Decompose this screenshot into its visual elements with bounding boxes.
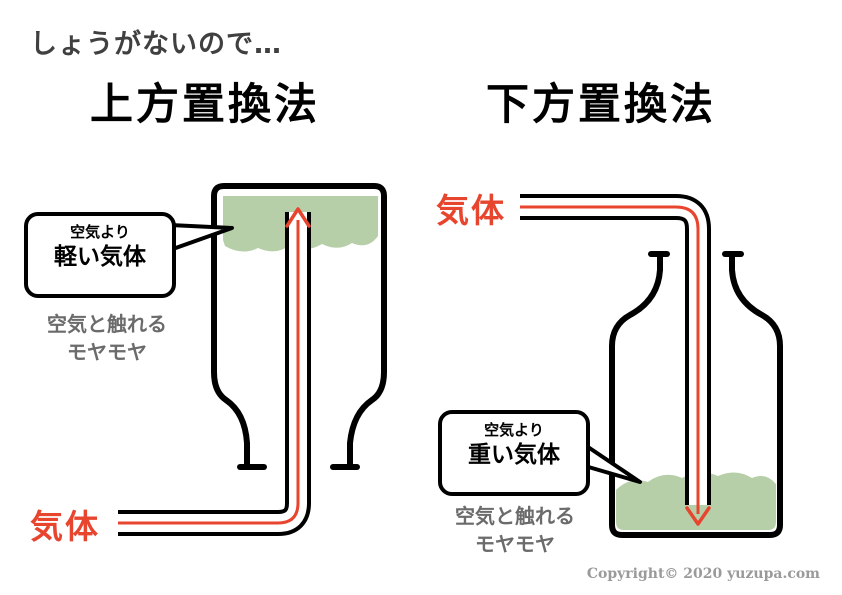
left-flow-arrow [118,220,300,525]
right-flow-arrow [520,205,700,514]
left-title: 上方置換法 [90,80,320,130]
right-diagram [520,194,783,538]
left-bubble-small: 空気より [70,223,130,241]
right-title: 下方置換法 [486,80,716,130]
right-bubble-small: 空気より [484,421,544,439]
right-moya-line1: 空気と触れる [455,504,575,528]
left-moya-line2: モヤモヤ [67,340,147,364]
copyright-text: Copyright© 2020 yuzupa.com [586,566,820,582]
intro-text: しょうがないので… [30,29,282,60]
right-moya-text: 空気と触れる モヤモヤ [430,502,600,558]
left-speech-bubble: 空気より 軽い気体 [24,212,176,298]
right-moya-line2: モヤモヤ [475,532,555,556]
right-speech-bubble: 空気より 重い気体 [438,410,590,496]
left-bubble-tail [168,223,234,252]
left-diagram [118,183,387,536]
left-bottle [211,183,387,467]
right-bottle [609,254,783,538]
left-moya-line1: 空気と触れる [47,312,167,336]
right-gas-label: 気体 [436,191,506,230]
left-moya-text: 空気と触れる モヤモヤ [22,310,192,366]
right-bubble-big: 重い気体 [468,442,560,468]
left-bubble-big: 軽い気体 [54,244,146,270]
left-gas-label: 気体 [30,507,100,546]
